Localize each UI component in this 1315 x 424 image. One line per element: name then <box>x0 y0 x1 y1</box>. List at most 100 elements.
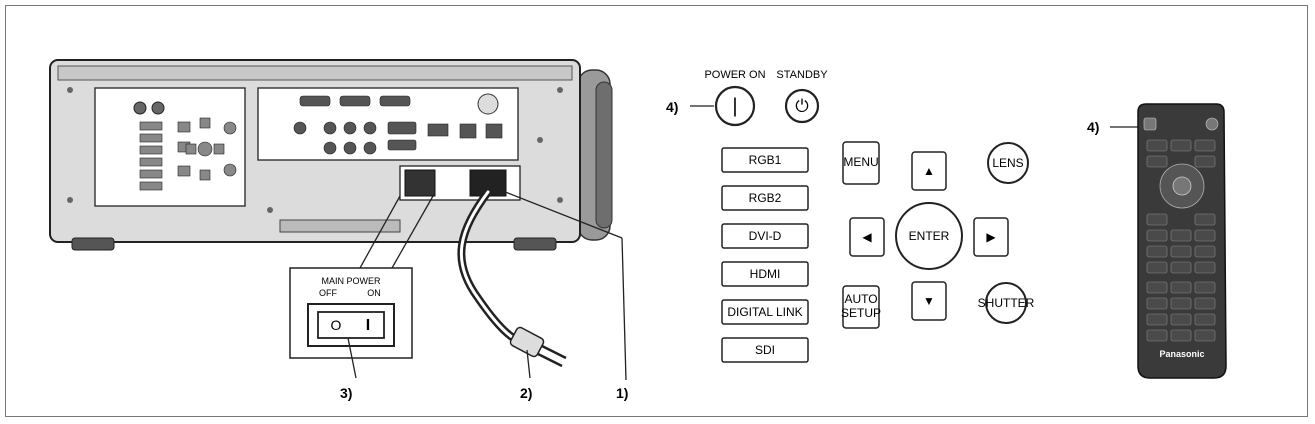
remote-key[interactable] <box>1146 213 1168 226</box>
input-button-rgb2[interactable]: RGB2 <box>721 185 809 211</box>
remote-brand: Panasonic <box>1159 349 1204 359</box>
projector-lens-ring <box>595 81 613 229</box>
input-button-label: HDMI <box>750 267 781 281</box>
input-button-dvi-d[interactable]: DVI-D <box>721 223 809 249</box>
enter-button[interactable]: ENTER <box>895 202 963 270</box>
input-button-label: DVI-D <box>749 229 782 243</box>
standby-icon: ⏻ <box>795 96 809 115</box>
input-button-digital-link[interactable]: DIGITAL LINK <box>721 299 809 325</box>
remote-key[interactable] <box>1146 245 1168 258</box>
standby-label: STANDBY <box>776 69 828 81</box>
input-button-label: DIGITAL LINK <box>727 305 802 319</box>
input-button-rgb1[interactable]: RGB1 <box>721 147 809 173</box>
arrow-left-icon: ◀ <box>862 230 872 244</box>
shutter-label: SHUTTER <box>978 296 1035 310</box>
remote-key[interactable] <box>1194 313 1216 326</box>
menu-button[interactable]: MENU <box>842 141 880 185</box>
figure-frame <box>5 5 1308 417</box>
callout-3: 3) <box>340 385 352 401</box>
arrow-down-icon: ▼ <box>923 294 935 308</box>
remote-key[interactable] <box>1194 213 1216 226</box>
power-plug <box>509 326 567 368</box>
remote-key[interactable] <box>1170 297 1192 310</box>
switch-leader <box>347 337 357 379</box>
arrow-down-button[interactable]: ▼ <box>911 281 947 321</box>
callout-1: 1) <box>616 385 628 401</box>
remote-key[interactable] <box>1194 229 1216 242</box>
projector-panel-buttons <box>139 117 237 191</box>
remote-key[interactable] <box>1170 313 1192 326</box>
projector-panel-indicator <box>151 101 165 115</box>
switch-off-symbol: O <box>331 317 342 333</box>
remote-key[interactable] <box>1194 155 1216 168</box>
remote-key[interactable] <box>1170 139 1192 152</box>
arrow-right-button[interactable]: ▶ <box>973 217 1009 257</box>
projector-foot-right <box>513 237 557 251</box>
remote-key[interactable] <box>1194 329 1216 342</box>
auto-setup-label-line2: SETUP <box>841 306 881 320</box>
remote-key[interactable] <box>1170 229 1192 242</box>
arrow-right-icon: ▶ <box>986 230 996 244</box>
input-button-label: SDI <box>755 343 775 357</box>
power-on-button[interactable]: | <box>714 85 756 127</box>
remote-key[interactable] <box>1194 139 1216 152</box>
projector-vent <box>279 219 401 233</box>
remote-key[interactable] <box>1146 139 1168 152</box>
remote-key[interactable] <box>1146 261 1168 274</box>
standby-button[interactable]: ⏻ <box>784 88 820 124</box>
remote-key[interactable] <box>1146 229 1168 242</box>
arrow-up-icon: ▲ <box>923 164 935 178</box>
input-button-label: RGB2 <box>749 191 782 205</box>
projector-top-edge <box>57 65 573 81</box>
arrow-left-button[interactable]: ◀ <box>849 217 885 257</box>
remote-key[interactable] <box>1146 155 1168 168</box>
lens-button[interactable]: LENS <box>987 142 1029 184</box>
remote-key[interactable] <box>1194 281 1216 294</box>
remote-key[interactable] <box>1146 329 1168 342</box>
remote-key[interactable] <box>1146 281 1168 294</box>
on-label: ON <box>367 288 381 298</box>
power-on-label: POWER ON <box>704 69 765 81</box>
remote-key[interactable] <box>1146 297 1168 310</box>
auto-setup-label-line1: AUTO <box>844 292 877 306</box>
input-button-hdmi[interactable]: HDMI <box>721 261 809 287</box>
main-power-switch[interactable] <box>317 311 385 339</box>
main-power-switch-small <box>404 169 436 197</box>
menu-label: MENU <box>843 155 878 169</box>
projector-screws <box>67 87 563 213</box>
power-cord-highlight <box>459 190 522 344</box>
remote-key[interactable] <box>1146 313 1168 326</box>
projector-rear <box>49 59 613 251</box>
lens-label: LENS <box>992 156 1023 170</box>
remote-key[interactable] <box>1170 329 1192 342</box>
projector-foot-left <box>71 237 115 251</box>
off-label: OFF <box>319 288 337 298</box>
main-power-zoom-box: MAIN POWER OFF ON O I <box>289 267 413 359</box>
remote-enter-button[interactable] <box>1172 176 1192 196</box>
projector-panel-indicator <box>133 101 147 115</box>
projector-ir-sensor <box>477 93 499 115</box>
remote-standby-button[interactable] <box>1205 117 1219 131</box>
shutter-button[interactable]: SHUTTER <box>978 282 1035 324</box>
remote-key[interactable] <box>1194 297 1216 310</box>
plug-leader <box>526 349 531 379</box>
remote-key[interactable] <box>1194 261 1216 274</box>
remote-key[interactable] <box>1170 245 1192 258</box>
remote-key[interactable] <box>1194 245 1216 258</box>
remote-keys <box>1146 139 1216 342</box>
callout-leaders <box>359 185 627 381</box>
arrow-up-button[interactable]: ▲ <box>911 151 947 191</box>
input-button-sdi[interactable]: SDI <box>721 337 809 363</box>
remote-key[interactable] <box>1170 281 1192 294</box>
callout-4-remote: 4) <box>1087 119 1099 135</box>
input-button-label: RGB1 <box>749 153 782 167</box>
remote-control: Panasonic <box>1137 103 1227 379</box>
power-on-symbol: | <box>732 95 737 117</box>
remote-power-on-button[interactable] <box>1143 117 1157 131</box>
auto-setup-button[interactable]: AUTO SETUP <box>841 285 881 329</box>
callout-4-power-on: 4) <box>666 99 678 115</box>
enter-label: ENTER <box>909 229 950 243</box>
remote-key[interactable] <box>1170 261 1192 274</box>
